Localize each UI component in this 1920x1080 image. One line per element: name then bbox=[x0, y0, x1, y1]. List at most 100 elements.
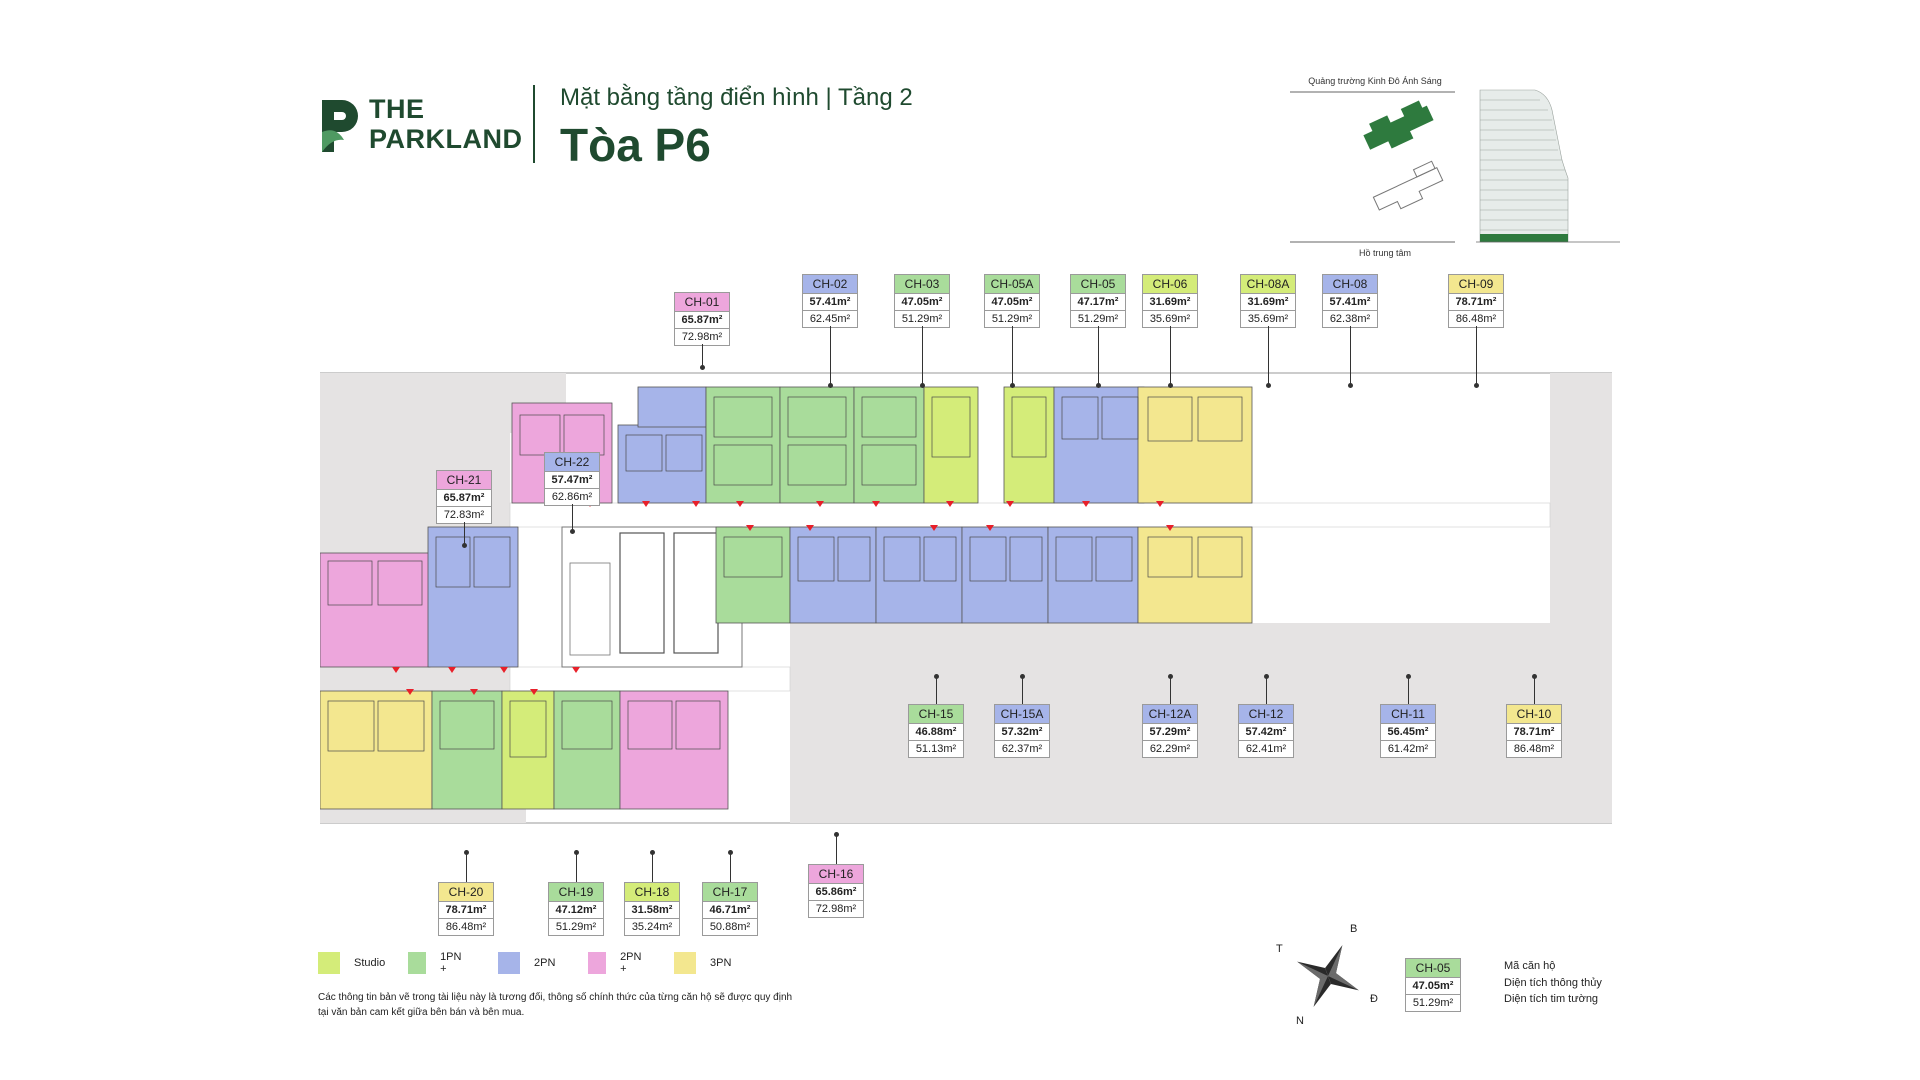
header-divider bbox=[533, 85, 535, 163]
unit-gross-area: 35.69m² bbox=[1240, 311, 1296, 328]
unit-label-ch-06[interactable]: CH-06 31.69m² 35.69m² bbox=[1142, 274, 1198, 328]
unit-net-area: 57.41m² bbox=[802, 294, 858, 311]
leader-line bbox=[934, 674, 939, 704]
unit-net-area: 47.17m² bbox=[1070, 294, 1126, 311]
disclaimer-note: Các thông tin bản vẽ trong tài liệu này … bbox=[318, 992, 793, 1018]
unit-code: CH-22 bbox=[544, 452, 600, 472]
unit-code: CH-20 bbox=[438, 882, 494, 902]
leader-line bbox=[464, 850, 469, 882]
unit-net-area: 46.71m² bbox=[702, 902, 758, 919]
key-code-description: Mã căn hộ bbox=[1504, 960, 1556, 972]
site-block-outline bbox=[1372, 160, 1444, 211]
unit-label-ch-15a[interactable]: CH-15A 57.32m² 62.37m² bbox=[994, 704, 1050, 758]
leader-line bbox=[570, 504, 575, 534]
key-net-area: 47.05m² bbox=[1405, 978, 1461, 995]
unit-label-ch-19[interactable]: CH-19 47.12m² 51.29m² bbox=[548, 882, 604, 936]
unit-net-area: 31.69m² bbox=[1240, 294, 1296, 311]
compass-d: Đ bbox=[1370, 993, 1378, 1005]
leader-line bbox=[574, 850, 579, 882]
compass-n: N bbox=[1296, 1015, 1304, 1027]
unit-net-area: 47.05m² bbox=[984, 294, 1040, 311]
label-key: CH-05 47.05m² 51.29m² bbox=[1405, 958, 1461, 1012]
site-map: Quảng trường Kinh Đô Ánh Sáng Hồ trung t… bbox=[1290, 76, 1620, 258]
unit-label-ch-11[interactable]: CH-11 56.45m² 61.42m² bbox=[1380, 704, 1436, 758]
unit-code: CH-10 bbox=[1506, 704, 1562, 724]
leader-line bbox=[1348, 326, 1353, 388]
unit-label-ch-02[interactable]: CH-02 57.41m² 62.45m² bbox=[802, 274, 858, 328]
key-net-description: Diện tích thông thủy bbox=[1504, 977, 1602, 989]
unit-label-ch-21[interactable]: CH-21 65.87m² 72.83m² bbox=[436, 470, 492, 524]
unit-label-ch-12a[interactable]: CH-12A 57.29m² 62.29m² bbox=[1142, 704, 1198, 758]
unit-label-ch-03[interactable]: CH-03 47.05m² 51.29m² bbox=[894, 274, 950, 328]
unit-label-ch-08a[interactable]: CH-08A 31.69m² 35.69m² bbox=[1240, 274, 1296, 328]
unit-label-ch-18[interactable]: CH-18 31.58m² 35.24m² bbox=[624, 882, 680, 936]
leader-line bbox=[1020, 674, 1025, 704]
unit-label-ch-12[interactable]: CH-12 57.42m² 62.41m² bbox=[1238, 704, 1294, 758]
unit-label-ch-01[interactable]: CH-01 65.87m² 72.98m² bbox=[674, 292, 730, 346]
legend-label: 2PN + bbox=[620, 951, 642, 975]
floor-plan bbox=[320, 372, 1612, 824]
legend-item-studio: Studio bbox=[318, 952, 385, 974]
unit-net-area: 57.29m² bbox=[1142, 724, 1198, 741]
unit-net-area: 78.71m² bbox=[438, 902, 494, 919]
unit-label-ch-16[interactable]: CH-16 65.86m² 72.98m² bbox=[808, 864, 864, 918]
compass-t: T bbox=[1276, 943, 1283, 955]
unit-label-ch-22[interactable]: CH-22 57.47m² 62.86m² bbox=[544, 452, 600, 506]
legend-swatch bbox=[674, 952, 696, 974]
legend-swatch bbox=[318, 952, 340, 974]
unit-label-ch-05[interactable]: CH-05 47.17m² 51.29m² bbox=[1070, 274, 1126, 328]
key-gross-description: Diện tích tim tường bbox=[1504, 993, 1599, 1005]
leader-line bbox=[728, 850, 733, 882]
leader-line bbox=[1010, 326, 1015, 388]
unit-net-area: 65.87m² bbox=[674, 312, 730, 329]
key-unit-label: CH-05 47.05m² 51.29m² bbox=[1405, 958, 1461, 1012]
unit-net-area: 65.87m² bbox=[436, 490, 492, 507]
unit-net-area: 65.86m² bbox=[808, 884, 864, 901]
brand-line-2: PARKLAND bbox=[369, 124, 523, 154]
unit-gross-area: 86.48m² bbox=[1448, 311, 1504, 328]
parkland-logo-icon bbox=[322, 100, 358, 152]
unit-gross-area: 86.48m² bbox=[1506, 741, 1562, 758]
unit-gross-area: 50.88m² bbox=[702, 919, 758, 936]
unit-gross-area: 62.41m² bbox=[1238, 741, 1294, 758]
unit-net-area: 31.58m² bbox=[624, 902, 680, 919]
site-label-top: Quảng trường Kinh Đô Ánh Sáng bbox=[1308, 76, 1442, 86]
unit-code: CH-16 bbox=[808, 864, 864, 884]
leader-line bbox=[462, 522, 467, 548]
leader-line bbox=[828, 326, 833, 388]
unit-label-ch-08[interactable]: CH-08 57.41m² 62.38m² bbox=[1322, 274, 1378, 328]
site-label-bottom: Hồ trung tâm bbox=[1359, 248, 1411, 258]
leader-line bbox=[920, 326, 925, 388]
unit-label-ch-05a[interactable]: CH-05A 47.05m² 51.29m² bbox=[984, 274, 1040, 328]
unit-net-area: 57.32m² bbox=[994, 724, 1050, 741]
legend-item-2pn: 2PN bbox=[498, 952, 555, 974]
unit-code: CH-18 bbox=[624, 882, 680, 902]
unit-label-ch-10[interactable]: CH-10 78.71m² 86.48m² bbox=[1506, 704, 1562, 758]
unit-gross-area: 62.29m² bbox=[1142, 741, 1198, 758]
leader-line bbox=[1168, 674, 1173, 704]
unit-code: CH-03 bbox=[894, 274, 950, 294]
leader-line bbox=[1266, 326, 1271, 388]
leader-line bbox=[1168, 326, 1173, 388]
unit-net-area: 31.69m² bbox=[1142, 294, 1198, 311]
unit-code: CH-05 bbox=[1070, 274, 1126, 294]
leader-line bbox=[1474, 326, 1479, 388]
leader-line bbox=[1406, 674, 1411, 704]
unit-net-area: 47.05m² bbox=[894, 294, 950, 311]
unit-label-ch-15[interactable]: CH-15 46.88m² 51.13m² bbox=[908, 704, 964, 758]
unit-gross-area: 35.24m² bbox=[624, 919, 680, 936]
unit-gross-area: 86.48m² bbox=[438, 919, 494, 936]
key-unit-code: CH-05 bbox=[1405, 958, 1461, 978]
unit-net-area: 56.45m² bbox=[1380, 724, 1436, 741]
leader-line bbox=[834, 832, 839, 864]
legend-label: Studio bbox=[354, 957, 386, 969]
unit-label-ch-20[interactable]: CH-20 78.71m² 86.48m² bbox=[438, 882, 494, 936]
unit-gross-area: 51.29m² bbox=[548, 919, 604, 936]
compass-b: B bbox=[1350, 923, 1357, 935]
unit-label-ch-09[interactable]: CH-09 78.71m² 86.48m² bbox=[1448, 274, 1504, 328]
unit-code: CH-11 bbox=[1380, 704, 1436, 724]
leader-line bbox=[1532, 674, 1537, 704]
unit-label-ch-17[interactable]: CH-17 46.71m² 50.88m² bbox=[702, 882, 758, 936]
room-partitions bbox=[327, 396, 1243, 758]
leader-line bbox=[650, 850, 655, 882]
